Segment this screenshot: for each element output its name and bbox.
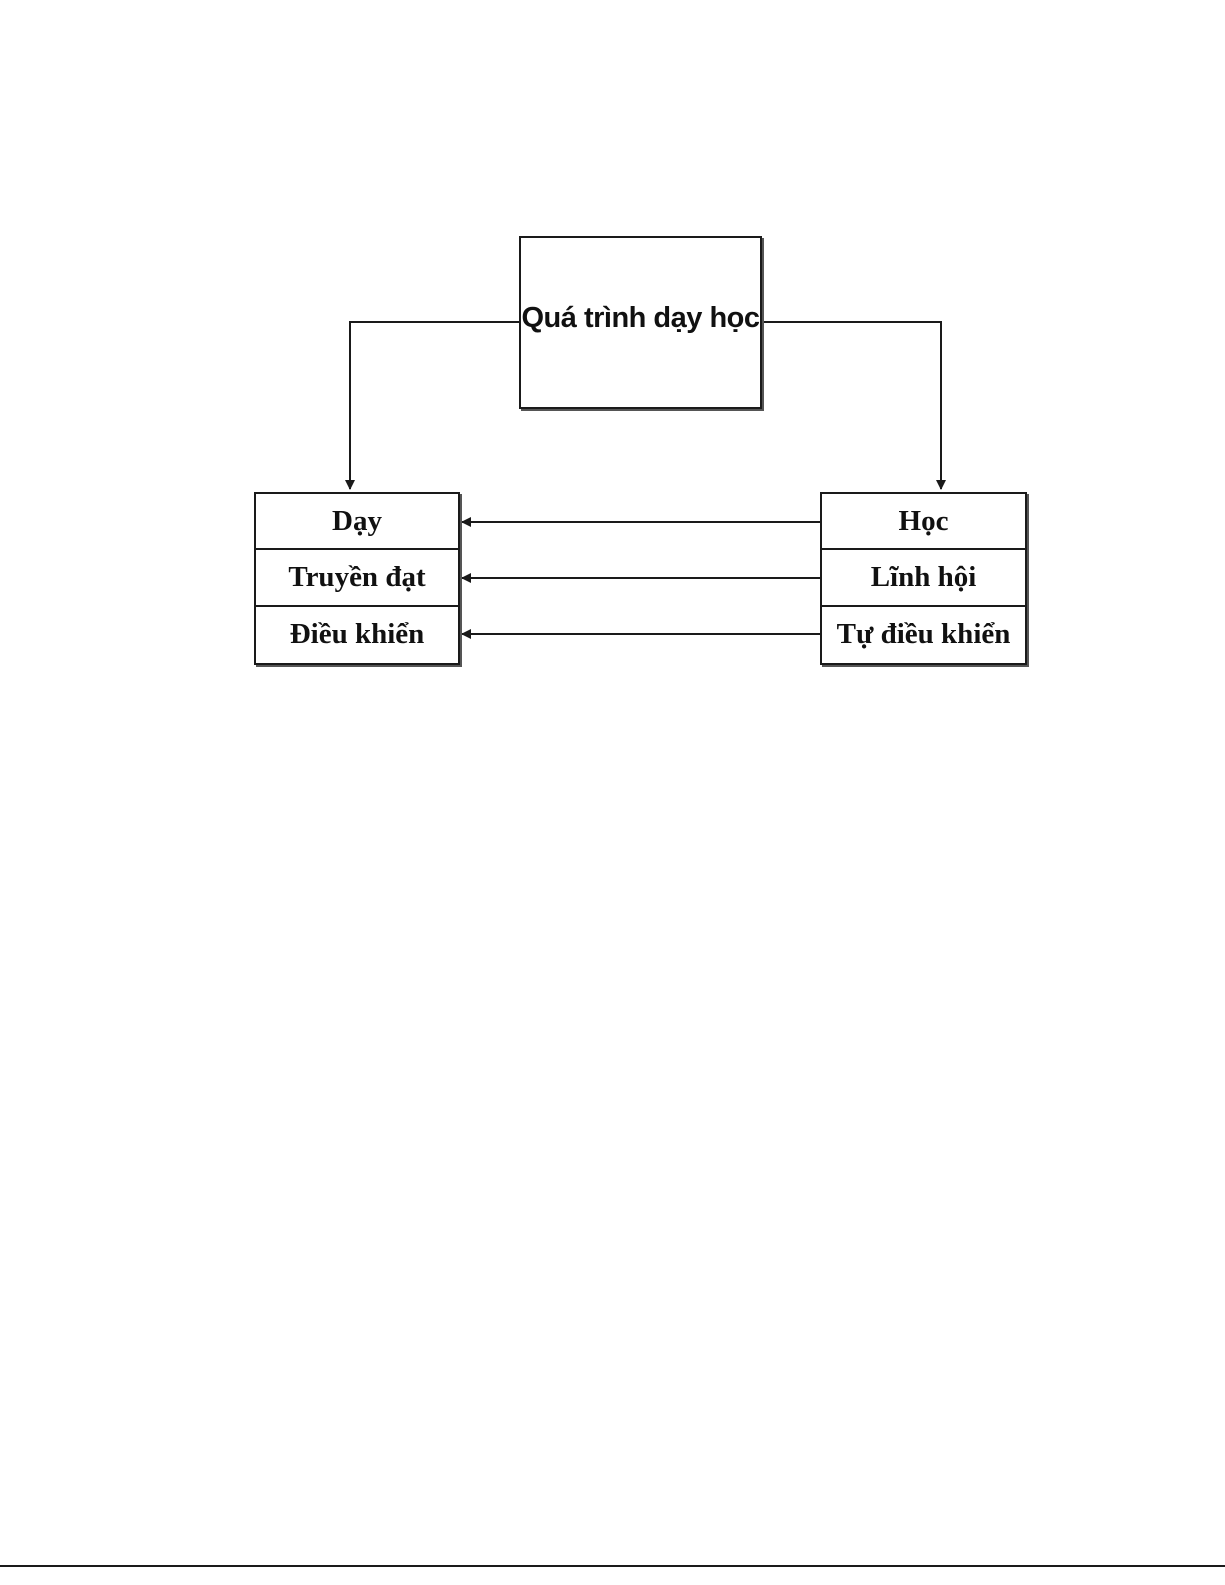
teaching-item-truyen-dat: Truyền đạt [256,550,458,606]
learning-item-hoc: Học [822,494,1025,550]
root-box: Quá trình dạy học [519,236,762,409]
page-bottom-rule [0,1565,1225,1567]
connector-root-to-hoc [762,322,941,489]
learning-column: Học Lĩnh hội Tự điều khiển [820,492,1027,665]
root-label: Quá trình dạy học [521,302,760,335]
teaching-column: Dạy Truyền đạt Điều khiển [254,492,460,665]
learning-item-linh-hoi: Lĩnh hội [822,550,1025,606]
teaching-item-dieu-khien: Điều khiển [256,607,458,663]
learning-item-tu-dieu-khien: Tự điều khiển [822,607,1025,663]
teaching-item-day: Dạy [256,494,458,550]
connector-root-to-day [350,322,519,489]
